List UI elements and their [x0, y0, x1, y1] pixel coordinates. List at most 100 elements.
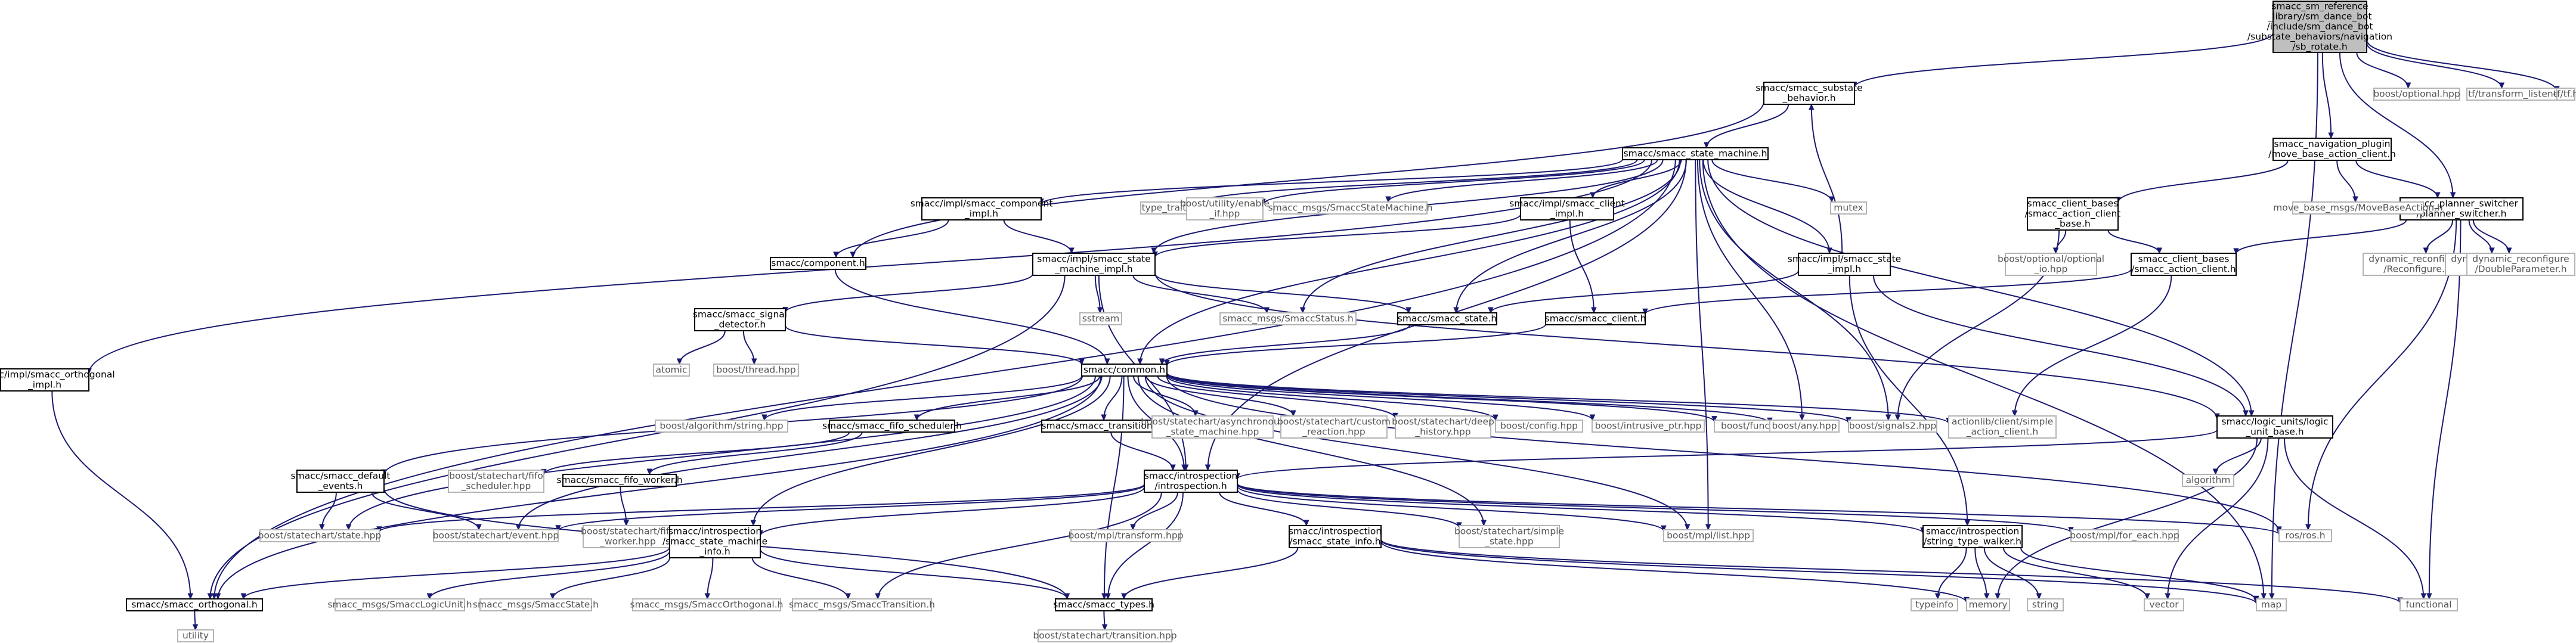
node-planner-switcher[interactable]: smacc_planner_switcher/planner_switcher.… [2399, 197, 2524, 220]
node-box [1830, 201, 1867, 215]
node-logic-unit-base[interactable]: smacc/logic_units/logic_unit_base.h [2216, 415, 2333, 439]
node-fifo-worker[interactable]: smacc/smacc_fifo_worker.h [556, 474, 683, 487]
node-signals2: boost/signals2.hpp [1848, 420, 1937, 433]
node-smacc-orthogonal-msg: smacc_msgs/SmaccOrthogonal.h [630, 598, 783, 611]
arrowhead-smacc_state_machine_msg [1385, 196, 1391, 203]
edge-common-to-smacc_transition [1103, 375, 1123, 421]
arrowhead-client_bases_action_client [2233, 248, 2239, 255]
node-state-impl[interactable]: smacc/impl/smacc_state_impl.h [1788, 253, 1901, 276]
node-box [335, 598, 465, 611]
dependency-edges [51, 32, 2560, 631]
node-substate-behavior[interactable]: smacc/smacc_substate_behavior.h [1755, 82, 1863, 105]
arrowhead-statechart_event [555, 525, 561, 532]
node-label: atomic [656, 365, 688, 375]
node-label: boost/statechart/state.hpp [258, 530, 382, 541]
node-box [1911, 598, 1958, 611]
node-label: tf/tf.h [2553, 89, 2576, 100]
arrowhead-smacc_state_msg [550, 593, 556, 600]
edge-sm_info-to-smacc_orthogonal [243, 546, 670, 599]
node-label: smacc_msgs/SmaccState.h [473, 599, 599, 611]
edge-string_type_walker-to-map [2020, 547, 2257, 602]
node-fifo-scheduler[interactable]: smacc/smacc_fifo_scheduler.h [822, 420, 962, 433]
arrowhead-config [1493, 414, 1498, 421]
edge-fifo_scheduler-to-statechart_fifo_scheduler [543, 431, 850, 475]
edge-common-to-config [1166, 375, 1496, 421]
node-smacc-orthogonal[interactable]: smacc/smacc_orthogonal.h [126, 598, 263, 611]
node-typeinfo: typeinfo [1911, 598, 1958, 611]
node-box [1079, 312, 1122, 325]
edge-string_type_walker-to-vector [2002, 547, 2148, 599]
node-algorithm: algorithm [2182, 474, 2234, 487]
node-box [829, 420, 955, 433]
node-box [562, 474, 677, 487]
arrowhead-common [1079, 359, 1085, 365]
node-state-machine[interactable]: smacc/smacc_state_machine.h [1622, 147, 1769, 160]
node-smacc-state[interactable]: smacc/smacc_state.h [1397, 312, 1497, 325]
node-label: smacc/smacc_state.h [1398, 313, 1497, 325]
node-mpl-list: boost/mpl/list.hpp [1663, 529, 1754, 542]
node-label: boost/utility/enable [1180, 198, 1270, 209]
node-label: _reaction.hpp [1302, 427, 1365, 438]
node-smacc-client[interactable]: smacc/smacc_client.h [1545, 312, 1646, 325]
arrowhead-ros [2305, 524, 2311, 531]
node-ros: ros/ros.h [2278, 529, 2332, 542]
node-label: boost/signals2.hpp [1849, 421, 1936, 431]
arrowhead-smacc_types [1101, 593, 1107, 600]
arrowhead-sm_info [750, 520, 757, 527]
node-statechart-event: boost/statechart/event.hpp [433, 529, 559, 542]
edge-state_impl-to-logic_unit_base [1872, 275, 2247, 417]
edge-state_machine-to-mutex [1711, 159, 1832, 203]
node-label: _library/sm_dance_bot [2267, 11, 2371, 23]
node-smacc-types[interactable]: smacc/smacc_types.h [1053, 598, 1154, 611]
arrowhead-planner_switcher [2435, 192, 2441, 199]
node-introspection[interactable]: smacc/introspection/introspection.h [1144, 470, 1238, 493]
node-label: boost/mpl/transform.hpp [1068, 530, 1183, 541]
node-label: /planner_switcher.h [2417, 209, 2507, 220]
node-state-info[interactable]: smacc/introspection/smacc_state_info.h [1289, 525, 1382, 548]
edge-string_type_walker-to-string [1983, 547, 2040, 599]
node-box [479, 598, 592, 611]
node-statechart-fifo-worker: boost/statechart/fifo_worker.hpp [581, 525, 675, 548]
node-client-impl[interactable]: smacc/impl/smacc_client_impl.h [1509, 197, 1625, 220]
arrowhead-smacc_orthogonal [240, 593, 247, 600]
arrowhead-functional [2420, 593, 2427, 600]
node-label: smacc_sm_reference [2271, 1, 2368, 13]
node-box [2005, 253, 2097, 276]
node-box [1948, 415, 2057, 439]
node-orthogonal-impl[interactable]: smacc/impl/smacc_orthogonal_impl.h [0, 368, 115, 392]
node-root[interactable]: smacc_sm_reference_library/sm_dance_bot/… [2247, 1, 2392, 53]
node-component[interactable]: smacc/component.h [770, 257, 866, 270]
node-smacc-state-machine-msg: smacc_msgs/SmaccStateMachine.h [1268, 201, 1432, 215]
node-label: smacc_msgs/SmaccTransition.h [789, 599, 935, 611]
arrowhead-logic_unit_msg [426, 593, 433, 600]
node-label: smacc/common.h [1083, 365, 1165, 375]
node-statechart-fifo-scheduler: boost/statechart/fifo_scheduler.hpp [448, 470, 544, 493]
arrowhead-move_base_client [2328, 132, 2334, 139]
arrowhead-statechart_state [345, 524, 352, 531]
edge-logic_unit_base-to-algorithm [2215, 437, 2262, 475]
node-component-impl[interactable]: smacc/impl/smacc_component_impl.h [911, 197, 1053, 220]
node-label: smacc/impl/smacc_client [1509, 198, 1625, 210]
edge-planner_switcher-to-functional [2428, 219, 2462, 599]
node-sm-info[interactable]: smacc/introspection/smacc_state_machine_… [662, 525, 767, 558]
node-box [1545, 312, 1646, 325]
node-utility: utility [177, 629, 214, 642]
edge-logic_unit_base-to-functional [2283, 437, 2425, 599]
node-client-bases-action-client[interactable]: smacc_client_bases/smacc_action_client.h [2131, 253, 2237, 276]
node-signal-detector[interactable]: smacc/smacc_signal_detector.h [693, 308, 787, 331]
node-box [1592, 420, 1705, 433]
edge-common-to-simple_state [1137, 375, 1485, 526]
node-label: _impl.h [1827, 264, 1861, 275]
node-client-bases-action[interactable]: smacc_client_bases/smacc_action_client_b… [2025, 197, 2121, 231]
node-label: _worker.hpp [599, 536, 656, 548]
node-state-machine-impl[interactable]: smacc/impl/smacc_state_machine_impl.h [1032, 253, 1156, 276]
node-smacc-transition[interactable]: smacc/smacc_transition.h [1041, 420, 1162, 433]
node-box [1144, 470, 1238, 493]
node-move-base-client[interactable]: smacc_navigation_plugin/move_base_action… [2268, 138, 2396, 161]
node-label: /string_type_walker.h [1924, 536, 2021, 548]
arrowhead-vector [2144, 593, 2150, 600]
node-default-events[interactable]: smacc/smacc_default_events.h [291, 470, 391, 493]
node-common[interactable]: smacc/common.h [1081, 364, 1168, 377]
node-string-type-walker[interactable]: smacc/introspection/string_type_walker.h [1922, 525, 2023, 548]
